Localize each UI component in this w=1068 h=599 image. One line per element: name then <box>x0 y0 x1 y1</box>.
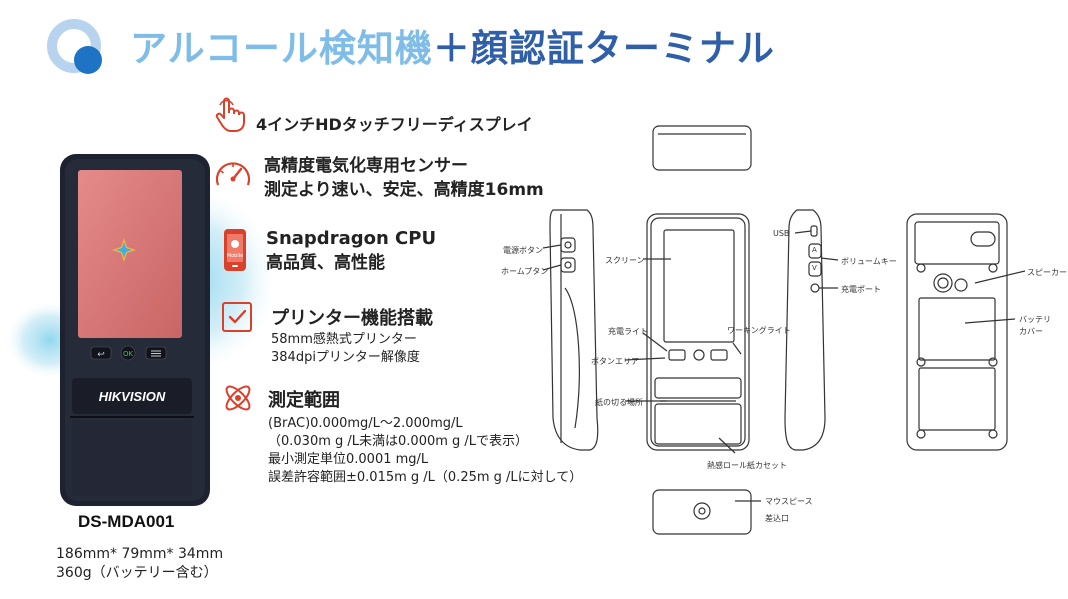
label-working-light: ワーキングライト <box>727 326 791 335</box>
brand-label: HIKVISION <box>99 389 166 404</box>
molecule-icon <box>225 385 251 411</box>
feature-sensor: 高精度電気化専用センサー 測定より速い、安定、高精度16mm <box>264 154 544 202</box>
label-charge-port: 充電ポート <box>841 285 881 294</box>
feature-touch: 4インチHDタッチフリーディスプレイ <box>256 113 533 137</box>
feature-subtitle: 高品質、高性能 <box>266 253 385 273</box>
title-part2: 顔認証ターミナル <box>470 27 775 70</box>
feature-subtitle: 測定より速い、安定、高精度16mm <box>264 180 544 200</box>
dimensions-text: 186mm* 79mm* 34mm <box>56 546 224 562</box>
feature-detail: 384dpiプリンター解像度 <box>271 350 420 365</box>
feature-detail: (BrAC)0.000mg/L〜2.000mg/L <box>268 416 463 431</box>
product-specs: 186mm* 79mm* 34mm 360g（バッテリー含む） <box>56 545 223 583</box>
feature-title: プリンター機能搭載 <box>271 308 433 329</box>
label-paper-cut: 紙の切る場所 <box>595 398 643 407</box>
touch-icon <box>215 97 245 132</box>
feature-detail: 最小測定単位0.0001 mg/L <box>268 452 429 467</box>
speedometer-icon <box>215 162 251 186</box>
phone-icon: Mobile <box>224 229 246 271</box>
title-part1: アルコール検知機 <box>130 27 433 70</box>
label-speaker: スピーカー <box>1027 268 1067 277</box>
diagram-lines <box>542 125 1026 535</box>
feature-cpu: Snapdragon CPU 高品質、高性能 <box>266 227 436 275</box>
feature-range: 測定範囲 (BrAC)0.000mg/L〜2.000mg/L （0.030m g… <box>268 389 582 487</box>
phone-icon-label: Mobile <box>227 253 243 259</box>
svg-text:↩: ↩ <box>97 350 105 360</box>
label-battery-cover-1: バッテリ <box>1019 315 1051 324</box>
label-charge-light: 充電ライト <box>608 327 648 336</box>
label-power-button: 電源ボタン <box>503 246 543 255</box>
ok-button-label: OK <box>123 350 134 358</box>
label-mouthpiece-2: 差込口 <box>765 514 789 523</box>
label-vol-down: V <box>812 264 817 272</box>
weight-text: 360g（バッテリー含む） <box>56 565 218 581</box>
label-vol-up: A <box>812 246 817 254</box>
title-plus: ＋ <box>432 27 471 70</box>
label-screen: スクリーン <box>605 256 645 265</box>
model-name: DS-MDA001 <box>78 512 175 531</box>
checkbox-icon <box>222 302 252 332</box>
label-battery-cover-2: カバー <box>1019 327 1043 336</box>
feature-title: 高精度電気化専用センサー <box>264 156 468 176</box>
label-thermal-paper: 熱感ロール紙カセット <box>707 461 787 470</box>
feature-detail: 誤差許容範囲±0.015m g /L（0.25m g /Lに対して） <box>268 470 583 485</box>
feature-printer: プリンター機能搭載 58mm感熱式プリンター 384dpiプリンター解像度 <box>271 307 433 367</box>
label-home-button: ホームプタン <box>501 267 549 276</box>
feature-title: Snapdragon CPU <box>266 228 437 249</box>
device-diagram: 電源ボタン ホームプタン スクリーン 充電ライト ワーキングライト ボタンエリア… <box>495 118 1067 548</box>
label-volume: ボリュームキー <box>841 257 897 266</box>
label-usb: USB <box>773 229 790 238</box>
feature-title: 測定範囲 <box>268 390 340 411</box>
feature-detail: （0.030m g /L未満は0.000m g /Lで表示） <box>268 434 529 449</box>
feature-detail: 58mm感熱式プリンター <box>271 332 417 347</box>
brand-logo-icon <box>47 19 102 74</box>
page-title: アルコール検知機＋顔認証ターミナル <box>130 18 775 72</box>
feature-title: 4インチHDタッチフリーディスプレイ <box>256 115 533 134</box>
label-mouthpiece-1: マウスピース <box>765 497 813 506</box>
label-button-area: ボタンエリア <box>591 357 639 366</box>
